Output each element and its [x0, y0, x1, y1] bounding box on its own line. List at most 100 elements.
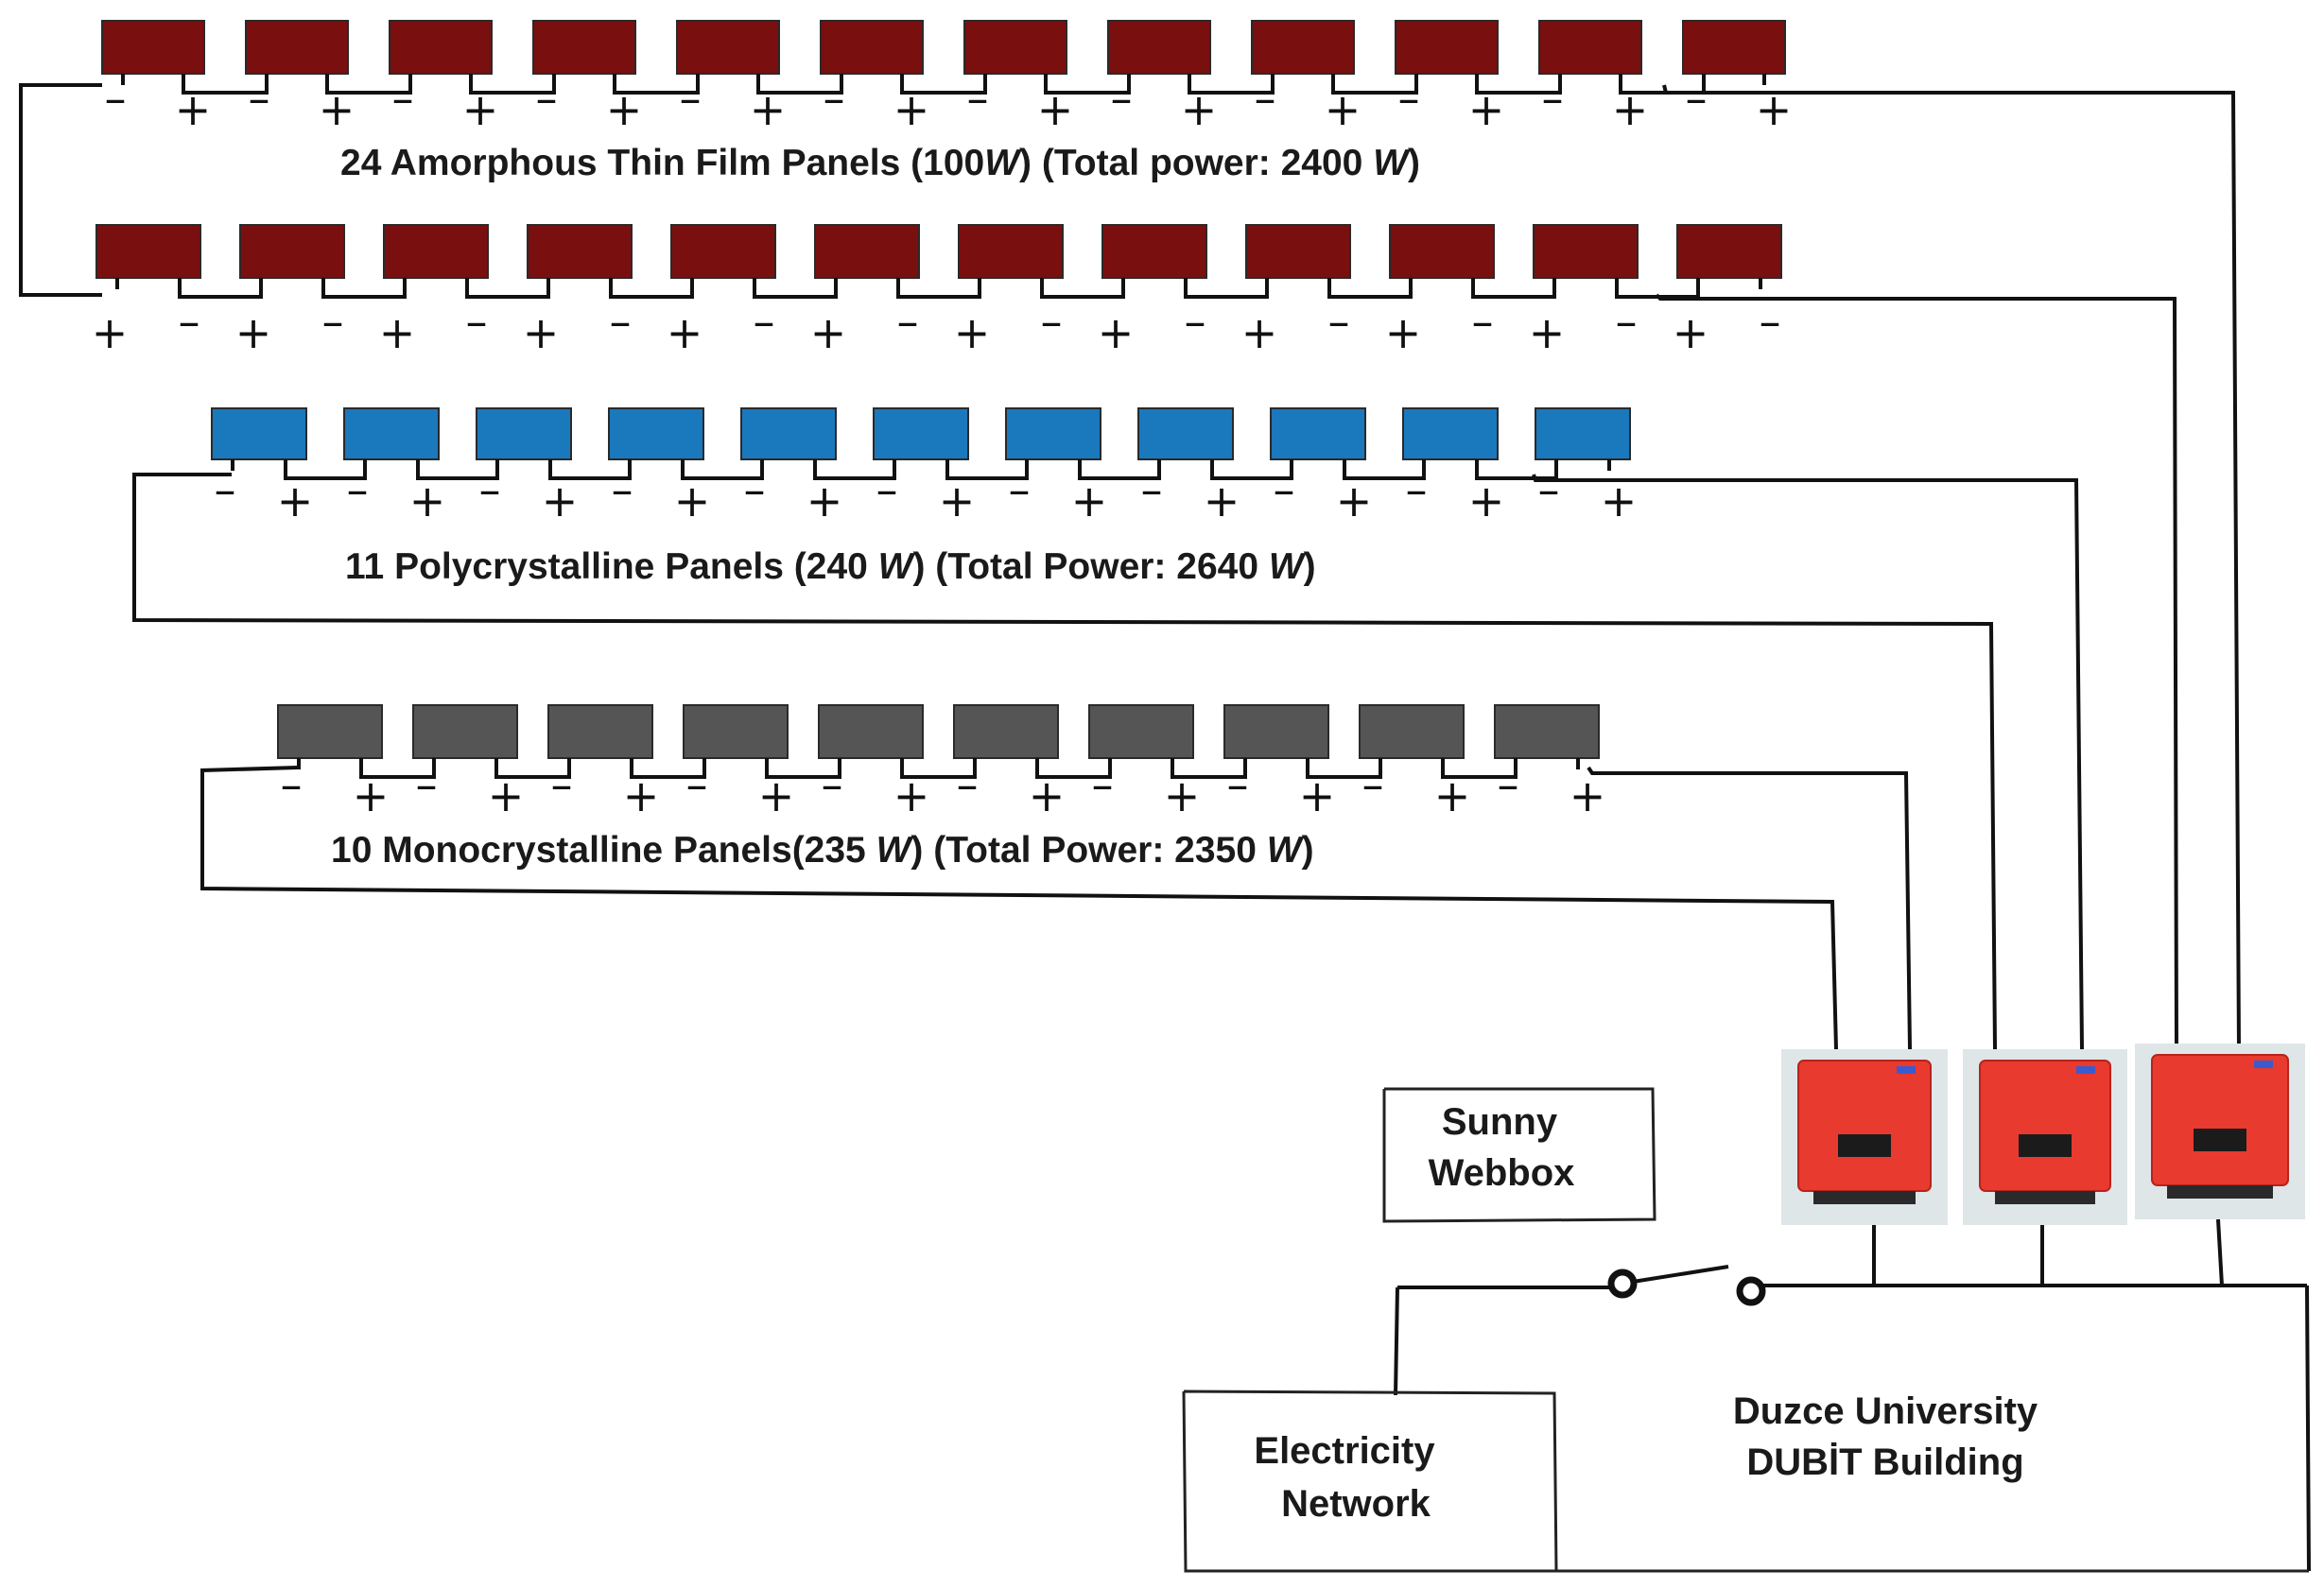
series-link-wire — [900, 769, 977, 779]
plus-terminal-sign: + — [1325, 84, 1361, 135]
amorphous-2-panel — [239, 224, 345, 279]
monocrystalline-panel — [412, 704, 518, 759]
series-link-wire — [182, 85, 269, 95]
plus-terminal-sign: + — [1673, 307, 1709, 358]
amorphous-2-panel — [670, 224, 776, 279]
series-link-wire — [900, 85, 987, 95]
series-link-wire — [1184, 289, 1269, 299]
plus-terminal-sign: + — [1029, 770, 1066, 821]
plus-terminal-sign: + — [606, 84, 643, 135]
series-link-wire — [765, 769, 841, 779]
minus-terminal-sign: – — [1760, 296, 1781, 347]
minus-terminal-sign: – — [105, 73, 127, 124]
duzce-university-building: Duzce University DUBİT Building — [1556, 1390, 2309, 1573]
plus-terminal-sign: + — [1098, 307, 1135, 358]
amorphous-panel — [1538, 20, 1642, 75]
polycrystalline-panel — [1270, 407, 1366, 460]
series-link-wire — [465, 289, 550, 299]
grid-label-line1: Electricity — [1254, 1430, 1435, 1472]
amorphous-panel — [1107, 20, 1211, 75]
building-label-line1: Duzce University — [1733, 1390, 2038, 1432]
series-link-wire — [1331, 85, 1418, 95]
minus-terminal-sign: – — [215, 464, 236, 515]
sunny-webbox: Sunny Webbox — [1382, 1087, 1656, 1223]
series-link-wire — [325, 85, 412, 95]
minus-terminal-sign: – — [822, 759, 843, 810]
plus-terminal-sign: + — [1299, 770, 1336, 821]
minus-terminal-sign: – — [686, 759, 708, 810]
plus-terminal-sign: + — [542, 475, 579, 526]
ac-bus — [1763, 1218, 2311, 1572]
amorphous-panel — [1251, 20, 1355, 75]
plus-terminal-sign: + — [1385, 307, 1422, 358]
series-link-wire — [1040, 289, 1125, 299]
amorphous-string-label: 24 Amorphous Thin Film Panels (100W) (To… — [340, 143, 1420, 183]
minus-terminal-sign: – — [281, 759, 303, 810]
grid-label-line2: Network — [1281, 1483, 1431, 1525]
series-link-wire — [756, 85, 843, 95]
minus-terminal-sign: – — [957, 759, 979, 810]
amorphous-2-panel — [527, 224, 633, 279]
series-link-wire — [630, 769, 706, 779]
polycrystalline-panel — [740, 407, 837, 460]
inverter-display — [1838, 1134, 1891, 1157]
polycrystalline-panel — [1535, 407, 1631, 460]
series-link-wire — [1471, 289, 1556, 299]
minus-terminal-sign: – — [1362, 759, 1384, 810]
plus-terminal-sign: + — [1071, 475, 1108, 526]
grid-switch — [1394, 1265, 1766, 1396]
series-link-wire — [494, 769, 571, 779]
plus-terminal-sign: + — [1468, 84, 1505, 135]
minus-terminal-sign: – — [680, 73, 702, 124]
monocrystalline-string-label: 10 Monocrystalline Panels(235 W) (Total … — [331, 830, 1314, 871]
monocrystalline-panel — [547, 704, 653, 759]
monocrystalline-panel — [277, 704, 383, 759]
polycrystalline-panel — [608, 407, 704, 460]
series-link-wire — [681, 471, 764, 480]
amorphous-panel — [963, 20, 1067, 75]
series-link-wire — [1035, 769, 1112, 779]
plus-terminal-sign: + — [1529, 307, 1566, 358]
polycrystalline-panel — [1402, 407, 1499, 460]
amorphous-wiring — [19, 83, 2241, 1050]
plus-terminal-sign: + — [1204, 475, 1240, 526]
plus-terminal-sign: + — [92, 307, 129, 358]
series-link-wire — [813, 471, 896, 480]
series-link-wire — [1188, 85, 1275, 95]
amorphous-2-panel — [814, 224, 920, 279]
inverter-2 — [1963, 1049, 2127, 1225]
plus-terminal-sign: + — [353, 770, 390, 821]
plus-terminal-sign: + — [810, 307, 847, 358]
plus-terminal-sign: + — [175, 84, 212, 135]
amorphous-2-panel — [383, 224, 489, 279]
building-label-line2: DUBİT Building — [1746, 1441, 2023, 1483]
minus-terminal-sign: – — [1111, 73, 1133, 124]
amorphous-panel — [245, 20, 349, 75]
monocrystalline-panel — [1494, 704, 1600, 759]
series-link-wire — [609, 289, 694, 299]
plus-terminal-sign: + — [806, 475, 843, 526]
minus-terminal-sign: – — [1406, 464, 1428, 515]
minus-terminal-sign: – — [249, 73, 270, 124]
series-link-wire — [178, 289, 263, 299]
minus-terminal-sign: – — [1041, 296, 1063, 347]
webbox-label-line2: Webbox — [1429, 1152, 1575, 1194]
minus-terminal-sign: – — [1009, 464, 1031, 515]
minus-terminal-sign: – — [1328, 296, 1350, 347]
amorphous-panel — [1682, 20, 1786, 75]
series-link-wire — [1327, 289, 1413, 299]
monocrystalline-panel — [1223, 704, 1329, 759]
minus-terminal-sign: – — [1498, 759, 1519, 810]
minus-terminal-sign: – — [551, 759, 573, 810]
plus-terminal-sign: + — [277, 475, 314, 526]
amorphous-panel — [1395, 20, 1499, 75]
plus-terminal-sign: + — [1181, 84, 1218, 135]
polycrystalline-panel — [211, 407, 307, 460]
plus-terminal-sign: + — [379, 307, 416, 358]
plus-terminal-sign: + — [1434, 770, 1471, 821]
series-link-wire — [1475, 85, 1562, 95]
series-link-wire — [1619, 85, 1706, 95]
series-link-wire — [321, 289, 407, 299]
switch-contact-left — [1607, 1269, 1638, 1299]
monocrystalline-panel — [1088, 704, 1194, 759]
